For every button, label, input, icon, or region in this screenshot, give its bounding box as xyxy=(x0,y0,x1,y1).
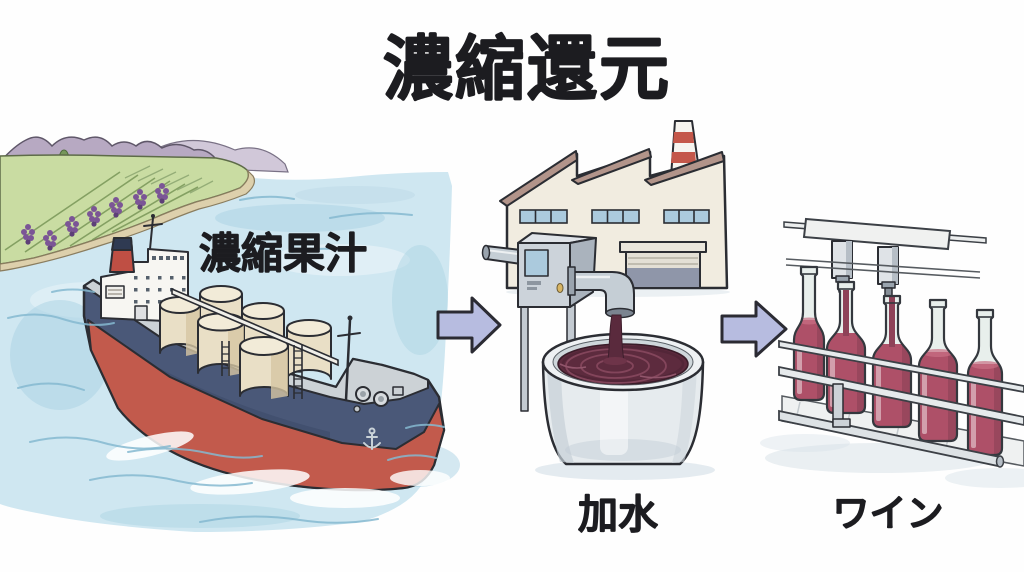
roof-caps xyxy=(499,148,725,207)
tank-ladder xyxy=(221,341,303,399)
vine-rows xyxy=(4,171,199,253)
juice-tanks xyxy=(159,285,332,399)
neck-guide-rail xyxy=(785,258,981,279)
filling-machine xyxy=(481,232,635,365)
knob xyxy=(556,283,564,293)
stage-label-wine: ワイン xyxy=(833,492,944,535)
gangway xyxy=(171,287,339,367)
vent xyxy=(105,285,125,299)
button xyxy=(527,281,541,285)
shoreline xyxy=(0,169,256,272)
tank xyxy=(239,336,289,399)
factory-windows xyxy=(519,209,710,224)
bottle-fill-stream xyxy=(889,296,895,347)
guide-rail xyxy=(778,339,1024,393)
grape-clusters xyxy=(21,183,169,251)
door xyxy=(134,305,148,321)
filler-mount-plate xyxy=(802,217,952,251)
control-box xyxy=(517,232,597,308)
screen xyxy=(524,249,549,277)
stage-label-concentrated-juice: 濃縮果汁 xyxy=(199,229,367,278)
bow-mast xyxy=(337,315,361,402)
guide-rail xyxy=(778,365,1024,426)
right-arrow-icon xyxy=(720,300,788,358)
stage-label-add-water: 加水 xyxy=(578,492,659,538)
bridge-windows xyxy=(152,256,184,260)
flow-arrow-2 xyxy=(720,300,788,358)
deck-winches xyxy=(353,386,404,413)
page-title: 濃縮還元 xyxy=(383,28,671,110)
anchor-icon xyxy=(363,427,381,450)
vineyard-coast xyxy=(0,136,289,272)
shutter-door xyxy=(619,241,707,289)
wine-stream xyxy=(603,314,627,365)
waves xyxy=(7,195,450,524)
rail-bracket xyxy=(832,383,851,428)
right-arrow-icon xyxy=(436,296,502,354)
bottling-line-icon xyxy=(760,217,1024,488)
hull-shade xyxy=(92,330,330,444)
bottle-fill-stream xyxy=(843,290,849,336)
funnel-icon xyxy=(109,237,135,273)
wine-bottle xyxy=(792,265,826,402)
tank xyxy=(286,319,332,380)
flow-arrow-1 xyxy=(436,296,502,354)
factory-icon xyxy=(499,120,730,297)
button xyxy=(527,287,537,290)
porthole-windows xyxy=(134,276,186,304)
water-vat xyxy=(520,304,715,480)
field-rows xyxy=(124,165,214,194)
